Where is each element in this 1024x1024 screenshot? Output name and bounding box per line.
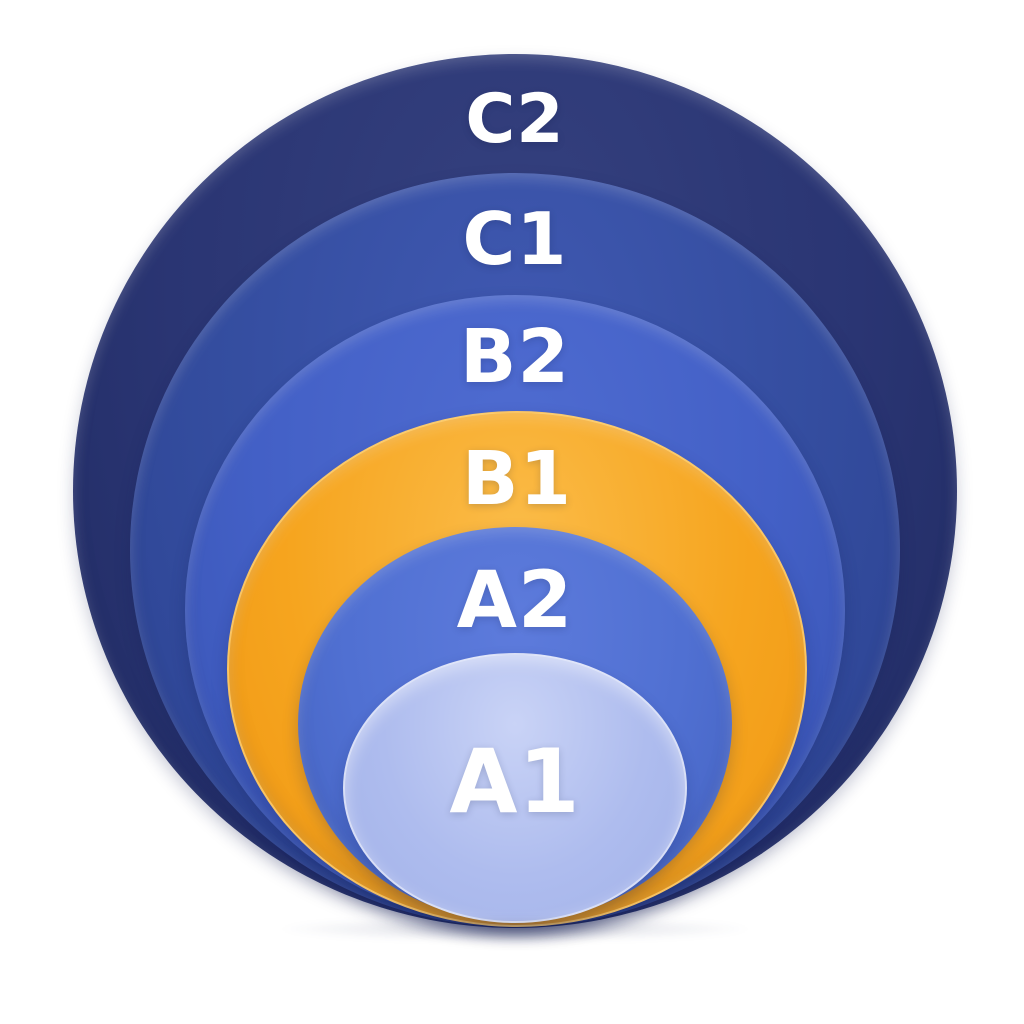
level-label-a2: A2 bbox=[456, 556, 574, 646]
level-label-b2: B2 bbox=[460, 314, 570, 400]
level-label-c2: C2 bbox=[465, 80, 565, 159]
level-label-a1: A1 bbox=[449, 730, 581, 833]
level-circle-a1: A1 bbox=[343, 653, 687, 923]
ground-shadow bbox=[275, 916, 755, 942]
level-label-b1: B1 bbox=[462, 436, 572, 522]
level-label-c1: C1 bbox=[462, 197, 568, 281]
